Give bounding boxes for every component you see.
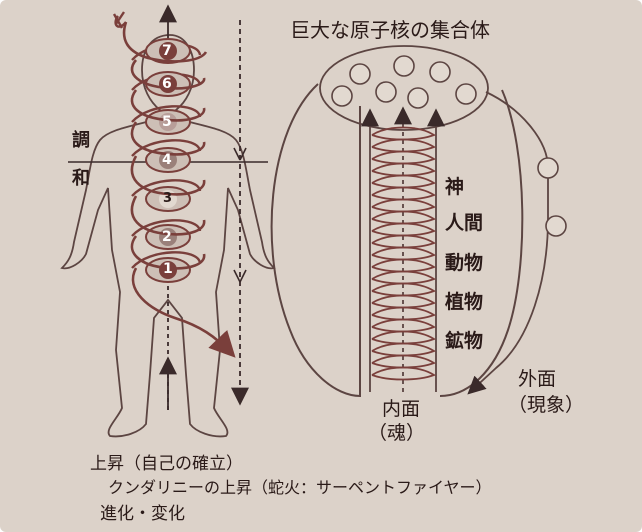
inner-label-line1: 内面 bbox=[382, 398, 421, 420]
chakra-label-6: 6 bbox=[162, 76, 172, 92]
level-koubutsu: 鉱物 bbox=[445, 330, 484, 352]
nucleus-circle bbox=[393, 55, 415, 77]
chakra-label-4: 4 bbox=[162, 152, 172, 168]
nucleus-circle bbox=[375, 81, 397, 103]
outer-shell bbox=[270, 83, 524, 398]
chakra-ovals bbox=[145, 38, 191, 283]
chakra-label-1: 1 bbox=[163, 261, 173, 277]
kundalini-coil-front bbox=[122, 21, 236, 358]
inner-spiral-loop bbox=[371, 174, 437, 189]
level-shokubutsu: 植物 bbox=[445, 291, 484, 313]
inner-spiral-loop bbox=[371, 306, 437, 321]
nucleus-circle bbox=[407, 87, 429, 109]
soul-diagram bbox=[270, 45, 567, 398]
inner-spiral-loop bbox=[371, 270, 437, 285]
nucleus-cluster-ellipse bbox=[319, 45, 489, 131]
outer-bead-1 bbox=[537, 157, 559, 179]
outer-label-line2: （現象） bbox=[508, 394, 585, 416]
inner-spiral bbox=[371, 126, 437, 381]
harmony-label-bottom: 和 bbox=[72, 168, 90, 189]
inner-spiral-loop bbox=[371, 282, 437, 297]
inner-spiral-loop bbox=[371, 258, 437, 273]
inner-spiral-loop bbox=[371, 138, 437, 153]
inner-spiral-loop bbox=[371, 162, 437, 177]
inner-spiral-loop bbox=[371, 354, 437, 369]
caption-ascent: 上昇（自己の確立） bbox=[90, 454, 243, 474]
nuclei-circles bbox=[331, 55, 477, 109]
inner-spiral-loop bbox=[371, 342, 437, 357]
chakra-label-5: 5 bbox=[162, 114, 172, 130]
nucleus-circle bbox=[429, 61, 451, 83]
inner-label-line2: （魂） bbox=[368, 422, 426, 444]
outer-connector-path bbox=[467, 91, 549, 395]
nucleus-cluster-label: 巨大な原子核の集合体 bbox=[290, 18, 490, 42]
level-kami: 神 bbox=[445, 176, 465, 198]
inner-spiral-loop bbox=[371, 330, 437, 345]
caption-evolution: 進化・変化 bbox=[100, 504, 185, 524]
inner-spiral-loop bbox=[371, 210, 437, 225]
caption-kundalini: クンダリニーの上昇（蛇火：サーペントファイヤー） bbox=[108, 478, 492, 497]
harmony-label-top: 調 bbox=[72, 130, 90, 151]
level-ningen: 人間 bbox=[445, 212, 484, 234]
level-doubutsu: 動物 bbox=[445, 252, 484, 274]
inner-spiral-loop bbox=[371, 126, 437, 141]
inner-spiral-loop bbox=[371, 246, 437, 261]
inner-spiral-loop bbox=[371, 150, 437, 165]
nucleus-circle bbox=[455, 83, 477, 105]
human-body-outline bbox=[60, 34, 276, 438]
nucleus-circle bbox=[331, 85, 353, 107]
inner-spiral-loop bbox=[371, 318, 437, 333]
inner-spiral-loop bbox=[371, 294, 437, 309]
outer-bead-2 bbox=[545, 215, 567, 237]
inner-spiral-loop bbox=[371, 198, 437, 213]
inner-spiral-loop bbox=[371, 186, 437, 201]
outer-label-line1: 外面 bbox=[518, 368, 557, 390]
nucleus-circle bbox=[349, 63, 371, 85]
inner-spiral-loop bbox=[371, 366, 437, 381]
inner-spiral-loop bbox=[371, 222, 437, 237]
chakra-dot-5 bbox=[159, 113, 177, 131]
chakra-dot-7 bbox=[159, 42, 177, 60]
chakra-label-2: 2 bbox=[162, 229, 172, 245]
chakra-dot-1 bbox=[159, 261, 177, 279]
chakra-label-3: 3 bbox=[163, 191, 173, 206]
inner-spiral-loop bbox=[371, 234, 437, 249]
chakra-label-7: 7 bbox=[162, 43, 172, 59]
